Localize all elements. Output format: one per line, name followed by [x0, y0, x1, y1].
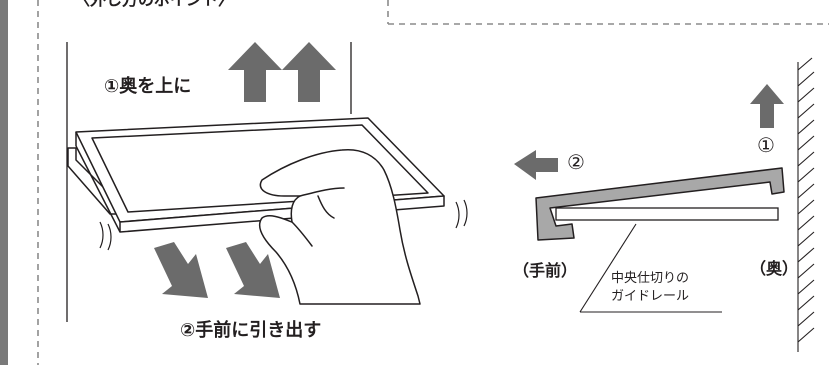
up-arrow-icon [750, 84, 784, 128]
hand-illustration [258, 148, 421, 305]
left-arrow-icon [514, 150, 558, 180]
step2-label: ②手前に引き出す [180, 320, 322, 341]
step1-marker: ① [757, 133, 775, 157]
section-title: 〈外し方のポイント〉 [74, 0, 234, 8]
page-edge [0, 0, 8, 365]
tray-cross-section [535, 167, 785, 241]
down-arrows-left [154, 242, 280, 298]
up-arrows-left [228, 42, 336, 102]
up-arrow-icon [228, 42, 282, 102]
dashed-frame [37, 0, 829, 365]
guide-rail [555, 207, 779, 221]
step2-marker: ② [567, 150, 585, 174]
rail-label-line1: 中央仕切りの [611, 271, 690, 286]
down-right-arrow-icon [226, 242, 280, 298]
back-wall [797, 57, 815, 352]
up-arrow-icon [282, 42, 336, 102]
rail-leader-line [579, 223, 722, 313]
rail-label-line2: ガイドレール [611, 289, 690, 304]
front-label: （手前） [513, 261, 578, 280]
back-label: （奥） [750, 259, 799, 278]
motion-marks [99, 199, 468, 251]
step1-label: ①奥を上に [104, 76, 192, 97]
down-right-arrow-icon [154, 242, 208, 298]
